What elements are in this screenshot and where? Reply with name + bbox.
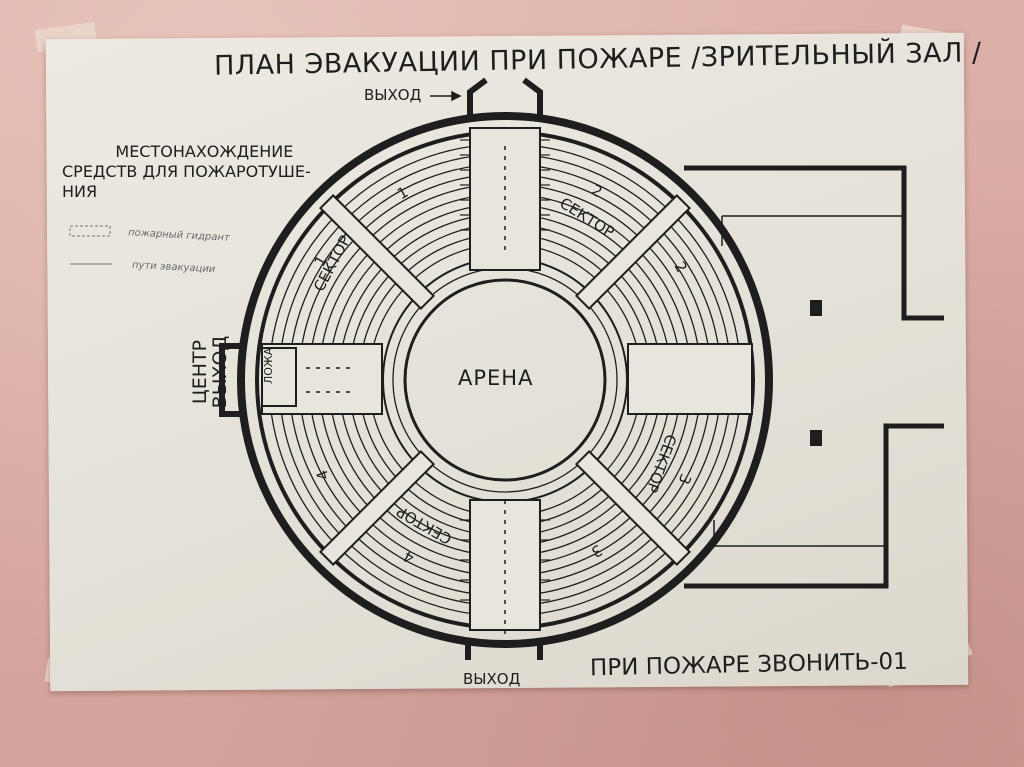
stair-se: [575, 450, 691, 566]
legend-title: МЕСТОНАХОЖДЕНИЕ СРЕДСТВ ДЛЯ ПОЖАРОТУШЕ- …: [62, 142, 311, 202]
exit-left-line2: ВЫХОД: [209, 335, 231, 409]
stair-sw: [319, 450, 435, 566]
evacuation-routes: [300, 90, 506, 640]
exit-top-label: ВЫХОД: [364, 86, 422, 104]
stair-ne: [575, 194, 691, 310]
top-exit: [467, 77, 543, 118]
column-1: [810, 300, 822, 316]
annex-building: [684, 165, 944, 589]
exit-left-label: ЦЕНТР ВЫХОД: [189, 332, 231, 412]
left-exit: [219, 343, 244, 417]
arena-label: АРЕНА: [458, 366, 534, 390]
legend-samples: [69, 225, 112, 265]
exit-left-line1: ЦЕНТР: [189, 339, 211, 405]
outer-wall: [237, 112, 773, 648]
loge-box: [261, 347, 297, 407]
legend-title-line2: СРЕДСТВ ДЛЯ ПОЖАРОТУШЕ-: [62, 162, 311, 181]
loge-label: ЛОЖА: [262, 347, 275, 384]
column-2: [810, 430, 822, 446]
bottom-exit: [465, 642, 543, 660]
stair-nw: [319, 194, 435, 310]
arena-circle: [403, 278, 607, 482]
aisle-east: [627, 343, 753, 415]
legend-title-line1: МЕСТОНАХОЖДЕНИЕ: [115, 142, 294, 161]
exit-bottom-label: ВЫХОД: [463, 670, 521, 688]
legend-title-line3: НИЯ: [62, 182, 98, 201]
